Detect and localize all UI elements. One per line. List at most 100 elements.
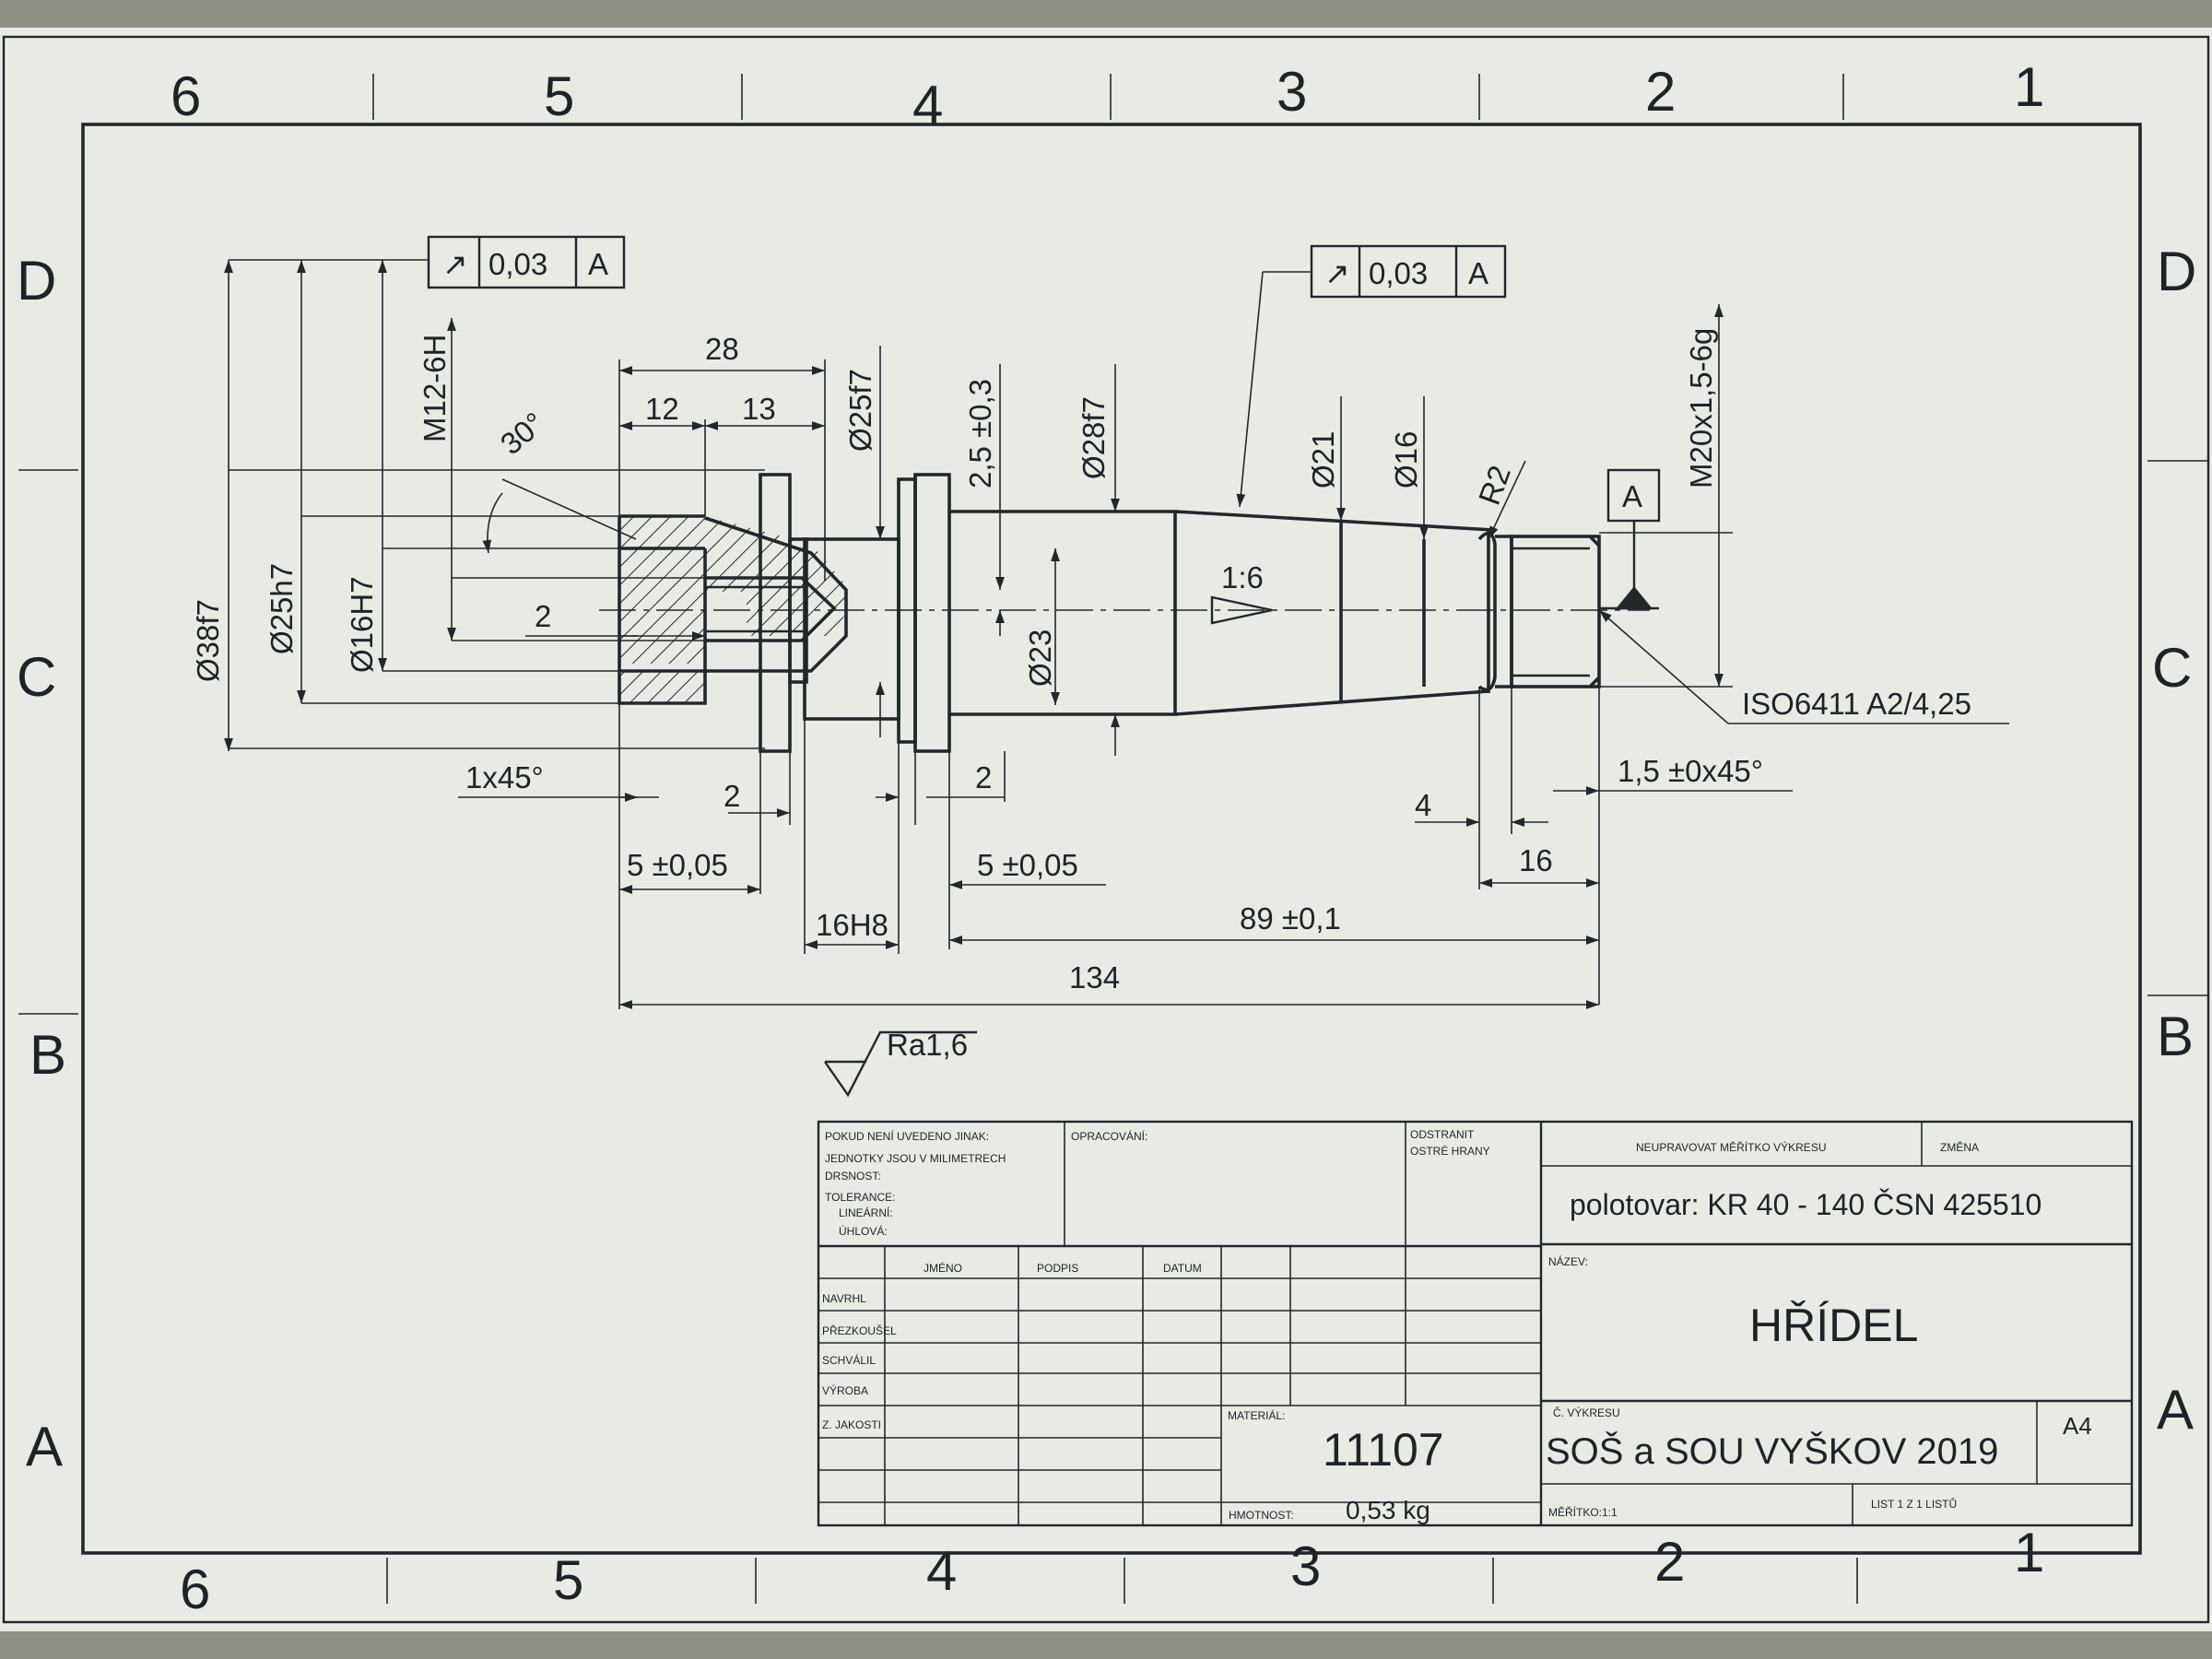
zone-row-d-left: D (17, 250, 56, 312)
dim-d16: Ø16 (1389, 431, 1423, 488)
tb-row-prezkousel: PŘEZKOUŠEL (822, 1324, 897, 1337)
tb-weight: 0,53 kg (1346, 1496, 1430, 1524)
zone-ticks (18, 74, 2207, 1604)
dim-d25f7: Ø25f7 (843, 369, 877, 452)
dim-5-right: 5 ±0,05 (977, 848, 1078, 882)
svg-text:A: A (1468, 256, 1488, 290)
tb-note-2: DRSNOST: (825, 1170, 881, 1182)
zone-col-4-top: 4 (912, 75, 943, 136)
tb-row-vyroba: VÝROBA (822, 1383, 868, 1397)
tb-note-4: LINEÁRNÍ: (839, 1206, 893, 1219)
dim-d25h7: Ø25h7 (265, 563, 299, 654)
tb-drawing-no: SOŠ a SOU VYŠKOV 2019 (1546, 1430, 1998, 1472)
tb-opracovani: OPRACOVÁNÍ: (1071, 1129, 1147, 1143)
zone-row-a-right: A (2157, 1379, 2194, 1441)
zone-col-2-bottom: 2 (1654, 1531, 1685, 1593)
roughness-value: Ra1,6 (887, 1028, 968, 1062)
title-block (817, 1120, 2134, 1527)
dim-5-left: 5 ±0,05 (627, 848, 728, 882)
dim-16: 16 (1519, 843, 1553, 877)
tb-neupravovat: NEUPRAVOVAT MĚŘÍTKO VÝKRESU (1636, 1140, 1826, 1154)
dim-16h8: 16H8 (816, 908, 888, 942)
dim-12: 12 (645, 392, 679, 426)
bottom-left-dims (458, 703, 1106, 1009)
outer-border (2, 35, 2210, 1624)
tb-semi-product: polotovar: KR 40 - 140 ČSN 425510 (1570, 1188, 2041, 1221)
zone-row-a-left: A (26, 1416, 63, 1477)
paper-sheet (0, 28, 2212, 1631)
tb-odstranit-2: OSTRÉ HRANY (1410, 1144, 1490, 1158)
zone-col-3-bottom: 3 (1290, 1535, 1321, 1597)
zone-col-5-bottom: 5 (553, 1549, 583, 1611)
zone-col-1-top: 1 (2014, 56, 2044, 118)
svg-text:A: A (588, 247, 608, 281)
dim-m12: M12-6H (418, 335, 452, 442)
tb-sheet: LIST 1 Z 1 LISTŮ (1871, 1497, 1957, 1511)
tb-note-1: JEDNOTKY JSOU V MILIMETRECH (825, 1152, 1006, 1165)
datum-a-label: A (1622, 479, 1642, 513)
tb-note-3: TOLERANCE: (825, 1191, 895, 1204)
tb-col-datum: DATUM (1163, 1262, 1202, 1275)
dim-2-bottom-left: 2 (724, 779, 740, 813)
dim-m20-line (1599, 304, 1733, 688)
left-dimension-lines (224, 259, 765, 751)
dim-iso6411: ISO6411 A2/4,25 (1742, 687, 1971, 721)
dim-chamfer-right: 1,5 ±0x45° (1618, 754, 1763, 788)
dim-2-inner: 2 (535, 599, 551, 633)
tb-scale: MĚŘÍTKO:1:1 (1548, 1505, 1618, 1519)
tb-material: 11107 (1323, 1424, 1444, 1476)
zone-col-5-top: 5 (544, 65, 574, 127)
dim-d21-d16-lines (1336, 396, 1429, 539)
zone-col-6-bottom: 6 (180, 1559, 210, 1620)
dim-m20: M20x1,5-6g (1684, 328, 1718, 488)
zone-col-3-top: 3 (1277, 61, 1307, 123)
tolerance-frame-left: ↗ 0,03 A (427, 235, 626, 289)
iso-leader (1598, 609, 2009, 724)
dim-4: 4 (1415, 788, 1431, 822)
top-left-dimensions (618, 359, 826, 581)
zone-col-2-top: 2 (1645, 61, 1676, 123)
tb-row-navrhl: NAVRHL (822, 1292, 866, 1305)
dim-134: 134 (1069, 960, 1120, 994)
dim-d21: Ø21 (1306, 431, 1340, 488)
tb-note-0: POKUD NENÍ UVEDENO JINAK: (825, 1129, 989, 1143)
svg-text:0,03: 0,03 (1369, 256, 1428, 290)
tb-drawing-no-label: Č. VÝKRESU (1553, 1406, 1620, 1419)
zone-col-1-bottom: 1 (2014, 1522, 2044, 1583)
dim-d16h7: Ø16H7 (345, 576, 379, 673)
tolerance-leader-right (1236, 271, 1312, 508)
bottom-right-dims (619, 687, 1793, 1009)
dim-1x45: 1x45° (465, 760, 544, 794)
inner-frame (81, 123, 2142, 1555)
svg-text:0,03: 0,03 (488, 247, 547, 281)
zone-row-b-left: B (29, 1024, 66, 1086)
dim-d38f7: Ø38f7 (191, 599, 225, 682)
roughness-symbol (824, 1030, 977, 1098)
tb-col-jmeno: JMÉNO (924, 1261, 962, 1275)
dim-13: 13 (742, 392, 776, 426)
tb-format: A4 (2063, 1412, 2092, 1440)
zone-row-c-left: C (17, 646, 56, 708)
tb-col-podpis: PODPIS (1037, 1262, 1078, 1275)
tb-row-jakosti: Z. JAKOSTI (822, 1418, 881, 1431)
dim-d23: Ø23 (1023, 629, 1057, 687)
svg-text:↗: ↗ (1324, 256, 1350, 290)
taper-symbol (1210, 595, 1273, 625)
datum-a (1599, 468, 1661, 610)
tb-title: HŘÍDEL (1749, 1300, 1918, 1351)
zone-row-d-right: D (2157, 241, 2196, 302)
dim-d28f7: Ø28f7 (1077, 396, 1111, 479)
dim-2-5: 2,5 ±0,3 (963, 379, 997, 488)
tb-row-schvalil: SCHVÁLIL (822, 1353, 876, 1367)
tb-nazev-label: NÁZEV: (1548, 1254, 1588, 1268)
angle-30-indicator (482, 478, 637, 554)
tb-zmena: ZMĚNA (1940, 1140, 1979, 1154)
dim-28: 28 (705, 332, 739, 366)
tb-weight-label: HMOTNOST: (1229, 1509, 1294, 1522)
dim-2-bottom-right: 2 (975, 760, 992, 794)
dim-89: 89 ±0,1 (1240, 901, 1341, 935)
zone-row-c-right: C (2152, 637, 2192, 699)
zone-col-4-bottom: 4 (926, 1540, 957, 1602)
tb-material-label: MATERIÁL: (1228, 1408, 1285, 1422)
